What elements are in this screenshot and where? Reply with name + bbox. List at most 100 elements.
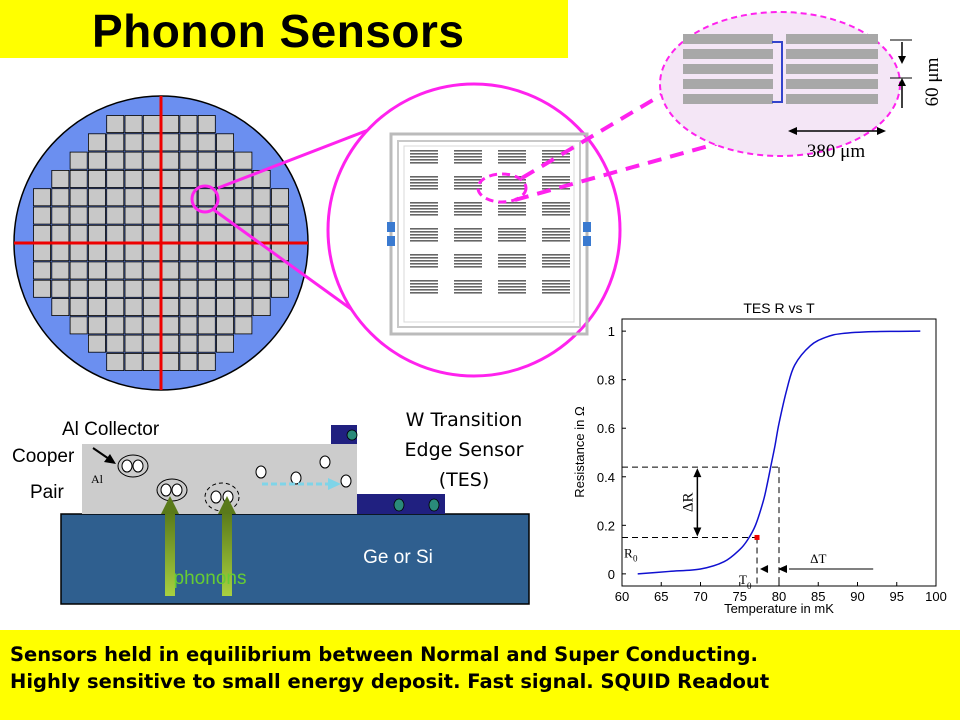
tes-tile-line [410,150,438,152]
wafer-detector-cell [234,188,253,207]
wafer-detector-cell [33,188,52,207]
tes-closeup: 60 μm 380 μm [659,11,943,162]
dim-60-arrowhead-bottom [898,78,906,86]
tes-tile-line [498,150,526,152]
wafer-detector-cell [69,151,88,170]
tes-label-2: Edge Sensor [405,439,524,461]
tes-tile-line [410,176,438,178]
tes-label-1: W Transition [406,409,523,431]
wafer-detector-cell [33,279,52,298]
chip-zoom-circle [326,82,622,378]
wafer-detector-cell [179,298,198,317]
tes-tile-line [542,263,570,265]
tes-tile-line [542,254,570,256]
tes-tile-line [542,159,570,161]
wafer-detector-cell [124,188,143,207]
wafer-detector-cell [197,279,216,298]
chart-x-tick-label: 75 [733,589,747,604]
chart-series-line [637,330,921,575]
tes-tile-line [454,257,482,259]
wafer-detector-cell [142,188,161,207]
wafer-detector-cell [161,151,180,170]
tes-connector [772,41,783,103]
drift-arrowhead [328,478,341,490]
footer-line-1: Sensors held in equilibrium between Norm… [10,643,758,666]
wafer-detector-cell [197,115,216,134]
tes-tile-line [542,185,570,187]
wafer-detector-cell [69,279,88,298]
chart-y-tick-label: 0.6 [597,421,615,436]
quasiparticle [121,459,133,473]
wafer-detector-cell [252,279,271,298]
wafer-detector-cell [106,188,125,207]
tes-tile-line [498,214,526,216]
wafer-detector-cell [270,279,289,298]
wafer-detector-cell [197,243,216,262]
tes-tile-line [454,162,482,164]
tes-tile-line [498,283,526,285]
wafer-detector-cell [69,298,88,317]
chart-plot-area [621,318,937,587]
chart-x-tick-label: 100 [925,589,947,604]
page-title: Phonon Sensors [92,5,465,57]
tes-tile-line [498,211,526,213]
quasiparticle [171,483,183,497]
tes-tile-line [410,214,438,216]
tes-tile-line [454,153,482,155]
wafer-detector-cell [142,224,161,243]
tes-tile-line [410,283,438,285]
wafer-detector-cell [161,261,180,280]
tes-tile-line [542,231,570,233]
wafer-detector-cell [270,206,289,225]
tes-tile-line [454,292,482,294]
wafer-detector-cell [197,188,216,207]
tes-tile-line [542,280,570,282]
wafer-detector-cell [106,206,125,225]
al-collector-layer [82,444,357,514]
chart-x-tick-label: 85 [811,589,825,604]
wafer-detector-cell [234,316,253,335]
wafer-detector-cell [142,133,161,152]
tes-contact-2 [428,498,440,512]
wafer-detector-cell [51,243,70,262]
wafer-detector-cell [179,334,198,353]
tes-fingers [683,34,878,104]
tes-tile-line [542,179,570,181]
wafer-detector-cell [216,298,235,317]
tes-tile-line [454,237,482,239]
tes-tile-line [454,286,482,288]
tes-tile-line [410,205,438,207]
tes-tile-line [454,182,482,184]
wafer-detector-cell [51,298,70,317]
wafer-detector-cell [161,316,180,335]
wafer-detector-cell [216,279,235,298]
wafer-detector-cell [197,334,216,353]
chart-y-axis-label: Resistance in Ω [572,406,587,498]
chip-pad-right-2 [583,236,591,246]
chart-x-tick-label: 95 [890,589,904,604]
delta-t-arrowhead-right [778,565,787,574]
tes-tile-line [410,260,438,262]
tes-tile-line [454,280,482,282]
tes-finger-right [786,64,878,74]
tes-tile-line [454,234,482,236]
tes-tile-line [454,185,482,187]
phonon-arrow-shaft-1 [165,512,175,596]
tes-tile-line [410,188,438,190]
tes-label-3: (TES) [439,469,490,491]
tes-tile-line [454,211,482,213]
wafer-detector-cell [106,151,125,170]
wafer-detector-cell [142,151,161,170]
tes-tile-line [410,263,438,265]
tes-tile-line [454,260,482,262]
tes-tile-line [542,257,570,259]
wafer-detector-cell [106,261,125,280]
delta-t-label: ΔT [810,551,826,566]
wafer-detector-cell [124,206,143,225]
tes-tile-line [498,260,526,262]
wafer-detector-cell [88,261,106,280]
wafer-detector-cell [69,261,88,280]
wafer-detector-cell [142,316,161,335]
